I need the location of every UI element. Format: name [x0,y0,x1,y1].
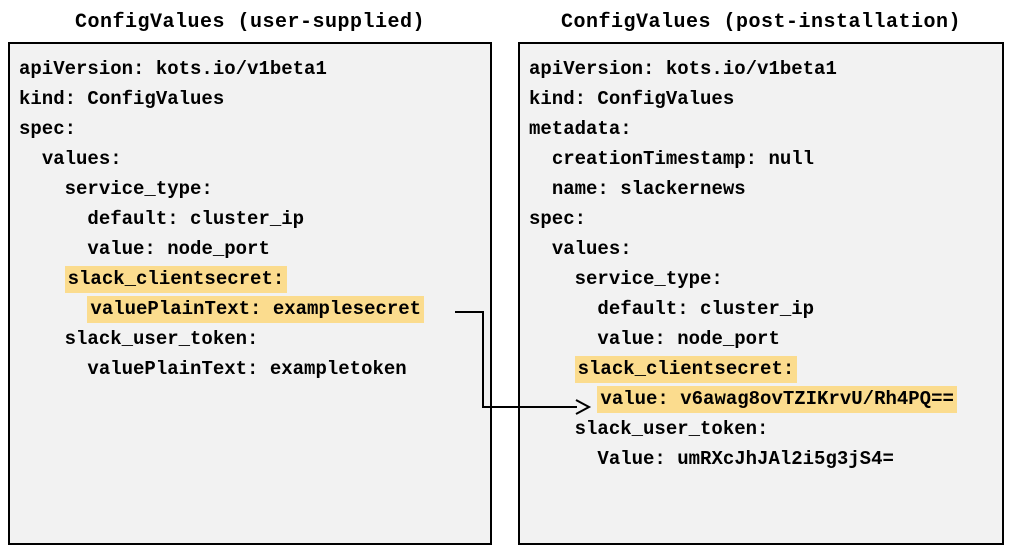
code-line: slack_clientsecret: [520,354,1002,384]
code-line: values: [10,144,490,174]
left-panel-title: ConfigValues (user-supplied) [74,11,426,34]
code-indent [529,418,575,440]
code-indent [529,448,597,470]
code-text: kind: ConfigValues [529,88,735,110]
code-indent [529,358,575,380]
code-text: apiVersion: kots.io/v1beta1 [529,58,837,80]
code-indent [529,328,597,350]
code-indent [19,328,65,350]
code-text: value: node_port [87,238,270,260]
code-indent [529,178,552,200]
code-line: service_type: [10,174,490,204]
code-line: service_type: [520,264,1002,294]
highlighted-code-text: value: v6awag8ovTZIKrvU/Rh4PQ== [597,386,957,413]
code-line: default: cluster_ip [520,294,1002,324]
code-indent [19,208,87,230]
config-values-post-installation-panel: apiVersion: kots.io/v1beta1 kind: ConfigV… [518,42,1004,545]
code-line: default: cluster_ip [10,204,490,234]
code-line: apiVersion: kots.io/v1beta1 [520,54,1002,84]
code-text: values: [41,148,122,170]
highlighted-code-text: slack_clientsecret: [64,266,288,293]
code-indent [529,388,597,410]
code-line: valuePlainText: examplesecret [10,294,490,324]
code-indent [529,148,552,170]
code-text: value: node_port [597,328,780,350]
code-line: valuePlainText: exampletoken [10,354,490,384]
code-line: slack_user_token: [10,324,490,354]
code-line: kind: ConfigValues [10,84,490,114]
highlighted-code-text: slack_clientsecret: [574,356,798,383]
code-text: name: slackernews [551,178,746,200]
code-text: default: cluster_ip [87,208,305,230]
code-text: values: [551,238,632,260]
code-text: apiVersion: kots.io/v1beta1 [19,58,327,80]
code-line: spec: [10,114,490,144]
code-indent [529,268,575,290]
code-line: value: node_port [520,324,1002,354]
code-text: kind: ConfigValues [19,88,225,110]
code-indent [19,268,65,290]
code-line: name: slackernews [520,174,1002,204]
code-indent [19,178,65,200]
code-text: valuePlainText: exampletoken [87,358,407,380]
code-text: service_type: [64,178,213,200]
code-line: creationTimestamp: null [520,144,1002,174]
code-line: values: [520,234,1002,264]
code-text: metadata: [529,118,632,140]
code-line: spec: [520,204,1002,234]
code-text: slack_user_token: [64,328,259,350]
highlighted-code-text: valuePlainText: examplesecret [87,296,425,323]
code-text: service_type: [574,268,723,290]
code-text: slack_user_token: [574,418,769,440]
code-line: metadata: [520,114,1002,144]
code-text: spec: [19,118,77,140]
code-line: kind: ConfigValues [520,84,1002,114]
code-indent [19,298,87,320]
code-text: creationTimestamp: null [551,148,815,170]
code-text: Value: umRXcJhJAl2i5g3jS4= [597,448,894,470]
code-indent [529,238,552,260]
code-line: Value: umRXcJhJAl2i5g3jS4= [520,444,1002,474]
code-line: value: v6awag8ovTZIKrvU/Rh4PQ== [520,384,1002,414]
code-line: apiVersion: kots.io/v1beta1 [10,54,490,84]
code-indent [19,358,87,380]
code-text: spec: [529,208,587,230]
code-line: value: node_port [10,234,490,264]
right-panel-title: ConfigValues (post-installation) [560,11,962,34]
code-text: default: cluster_ip [597,298,815,320]
code-indent [529,298,597,320]
code-indent [19,238,87,260]
config-values-user-supplied-panel: apiVersion: kots.io/v1beta1 kind: ConfigV… [8,42,492,545]
code-line: slack_clientsecret: [10,264,490,294]
code-line: slack_user_token: [520,414,1002,444]
code-indent [19,148,42,170]
